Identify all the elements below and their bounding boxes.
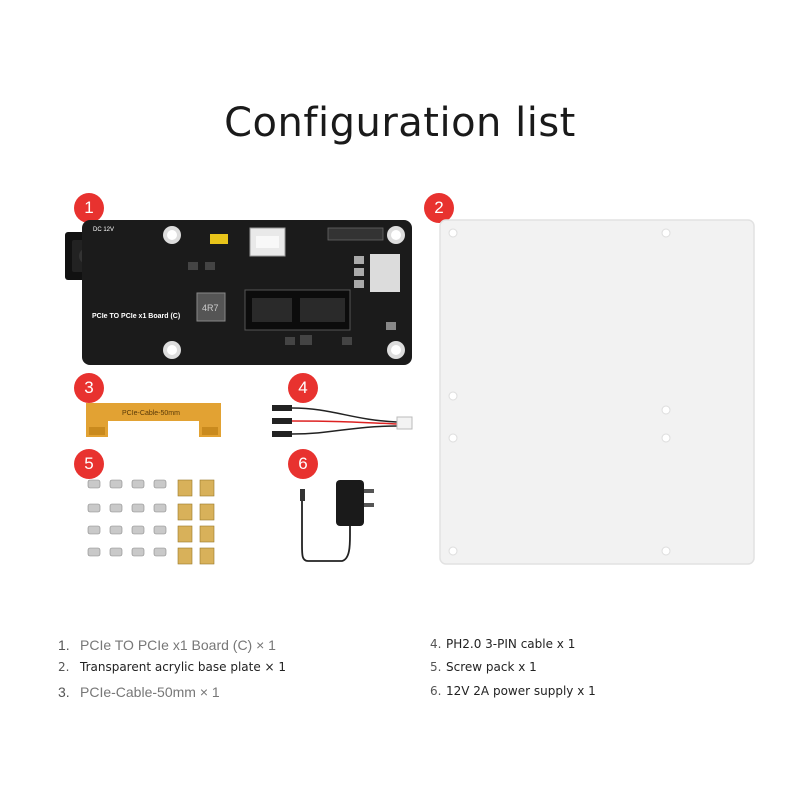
list-item-text: PCIe TO PCIe x1 Board (C) × 1 [80, 637, 276, 653]
acrylic-plate-image [439, 219, 755, 565]
screw-pack-image [87, 479, 215, 565]
inductor-label: 4R7 [202, 303, 219, 313]
list-item-text: PH2.0 3-PIN cable x 1 [446, 637, 576, 651]
dc-label: DC 12V [93, 227, 114, 233]
list-item: 2. Transparent acrylic base plate × 1 [58, 660, 286, 674]
page-title: Configuration list [224, 100, 576, 146]
pcie-board-image: DC 12V 4R7 PCIe TO PCIe x1 Board (C) [65, 220, 412, 365]
list-item: 1. PCIe TO PCIe x1 Board (C) × 1 [58, 637, 276, 653]
list-item-number: 6. [430, 684, 442, 698]
list-item-number: 2. [58, 660, 70, 674]
list-item: 4. PH2.0 3-PIN cable x 1 [430, 637, 575, 651]
badge-5: 5 [74, 449, 104, 479]
list-item-text: Transparent acrylic base plate × 1 [80, 660, 287, 674]
badge-3: 3 [74, 373, 104, 403]
list-item: 6. 12V 2A power supply x 1 [430, 684, 596, 698]
list-item-number: 3. [58, 684, 70, 700]
list-item: 5. Screw pack x 1 [430, 660, 537, 674]
list-item-text: Screw pack x 1 [446, 660, 537, 674]
badge-2: 2 [424, 193, 454, 223]
list-item-number: 5. [430, 660, 442, 674]
cable-label: PCIe-Cable-50mm [122, 410, 180, 417]
power-supply-image [300, 480, 374, 562]
badge-6: 6 [288, 449, 318, 479]
list-item-text: PCIe-Cable-50mm × 1 [80, 684, 220, 700]
board-name: PCIe TO PCIe x1 Board (C) [92, 313, 180, 320]
pcie-cable-image: PCIe-Cable-50mm [86, 403, 221, 437]
badge-4: 4 [288, 373, 318, 403]
list-item: 3. PCIe-Cable-50mm × 1 [58, 684, 220, 700]
list-item-number: 1. [58, 637, 70, 653]
list-item-number: 4. [430, 637, 442, 651]
list-item-text: 12V 2A power supply x 1 [446, 684, 596, 698]
ph-cable-image [272, 405, 413, 437]
badge-1: 1 [74, 193, 104, 223]
